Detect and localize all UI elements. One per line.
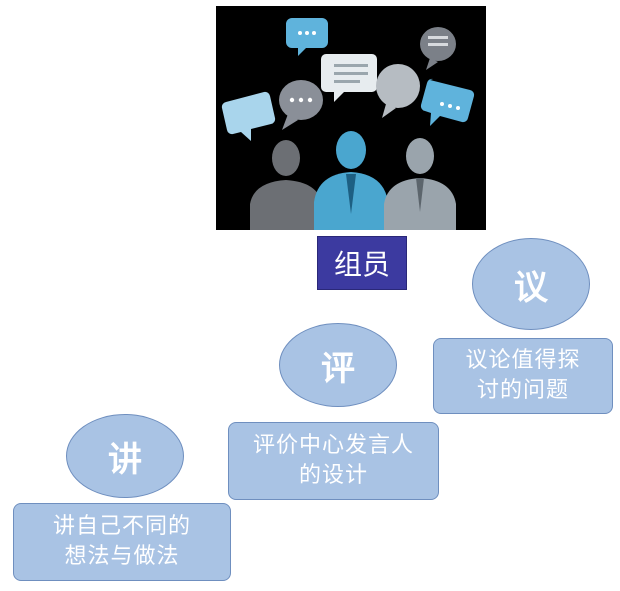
group-members-label: 组员 [317,236,407,290]
step-box-line: 讨的问题 [476,378,569,403]
chat-bubble-icon [376,64,420,118]
step-box-line: 的设计 [298,463,368,488]
step-circle-speak: 讲 [66,414,184,498]
step-box-line: 想法与做法 [64,544,180,569]
step-box-line: 讲自己不同的 [52,514,191,539]
step-circle-discuss: 议 [472,238,590,330]
step-box-evaluate: 评价中心发言人 的设计 [228,422,439,500]
person-silhouette-icon [314,131,388,230]
step-box-line: 评价中心发言人 [252,433,414,458]
person-silhouette-icon [250,140,322,230]
step-circle-evaluate: 评 [279,323,397,407]
chat-bubble-icon [286,18,328,56]
step-box-speak: 讲自己不同的 想法与做法 [13,503,231,581]
people-chat-illustration [216,6,486,230]
chat-bubble-icon [420,27,456,70]
chat-bubble-icon [321,54,377,102]
chat-bubble-icon [279,80,323,130]
person-silhouette-icon [384,138,456,230]
chat-bubble-icon [221,91,276,141]
step-box-discuss: 议论值得探 讨的问题 [433,338,613,414]
chat-bubble-icon [420,78,475,126]
step-box-line: 议论值得探 [465,348,581,373]
